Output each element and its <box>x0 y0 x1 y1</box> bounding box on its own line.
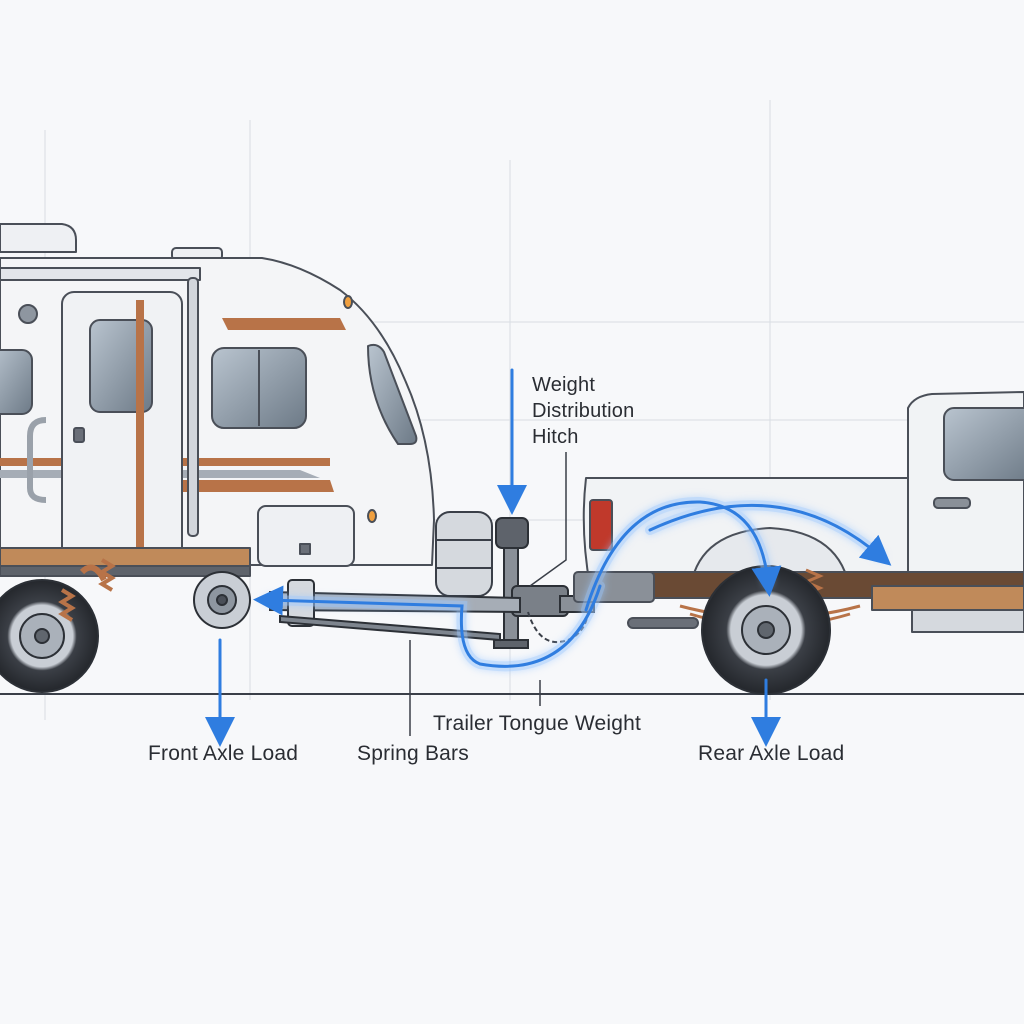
front-axle-load-label: Front Axle Load <box>148 742 299 765</box>
spring-bars-label: Spring Bars <box>357 742 469 765</box>
force-paths <box>205 368 892 747</box>
truck-wheel-icon <box>701 565 831 695</box>
truck-icon <box>573 391 1024 633</box>
trailer-wheel-icon <box>0 564 107 693</box>
trailer-tongue-weight-label: Trailer Tongue Weight <box>433 712 642 735</box>
leaf-spring-icon <box>58 558 116 622</box>
rear-axle-load-label: Rear Axle Load <box>698 742 845 765</box>
spring-bar-icon <box>279 614 501 642</box>
propane-tank-icon <box>435 511 493 597</box>
tongue-to-rear-axle-arrow <box>584 500 782 612</box>
hitch-to-cab-arrow <box>648 503 892 566</box>
weight-distribution-hitch-label: Weight Distribution Hitch <box>532 372 634 450</box>
hitch-to-front-axle-arrow <box>253 584 602 668</box>
jack-icon <box>493 517 529 649</box>
brake-drum-icon <box>193 571 251 629</box>
trailer-icon <box>0 223 435 577</box>
hitch-label-line-1: Weight <box>532 374 596 396</box>
hitch-label-line-3: Hitch <box>532 426 579 448</box>
leader-lines <box>409 452 567 736</box>
hitch-label-line-2: Distribution <box>532 400 635 422</box>
